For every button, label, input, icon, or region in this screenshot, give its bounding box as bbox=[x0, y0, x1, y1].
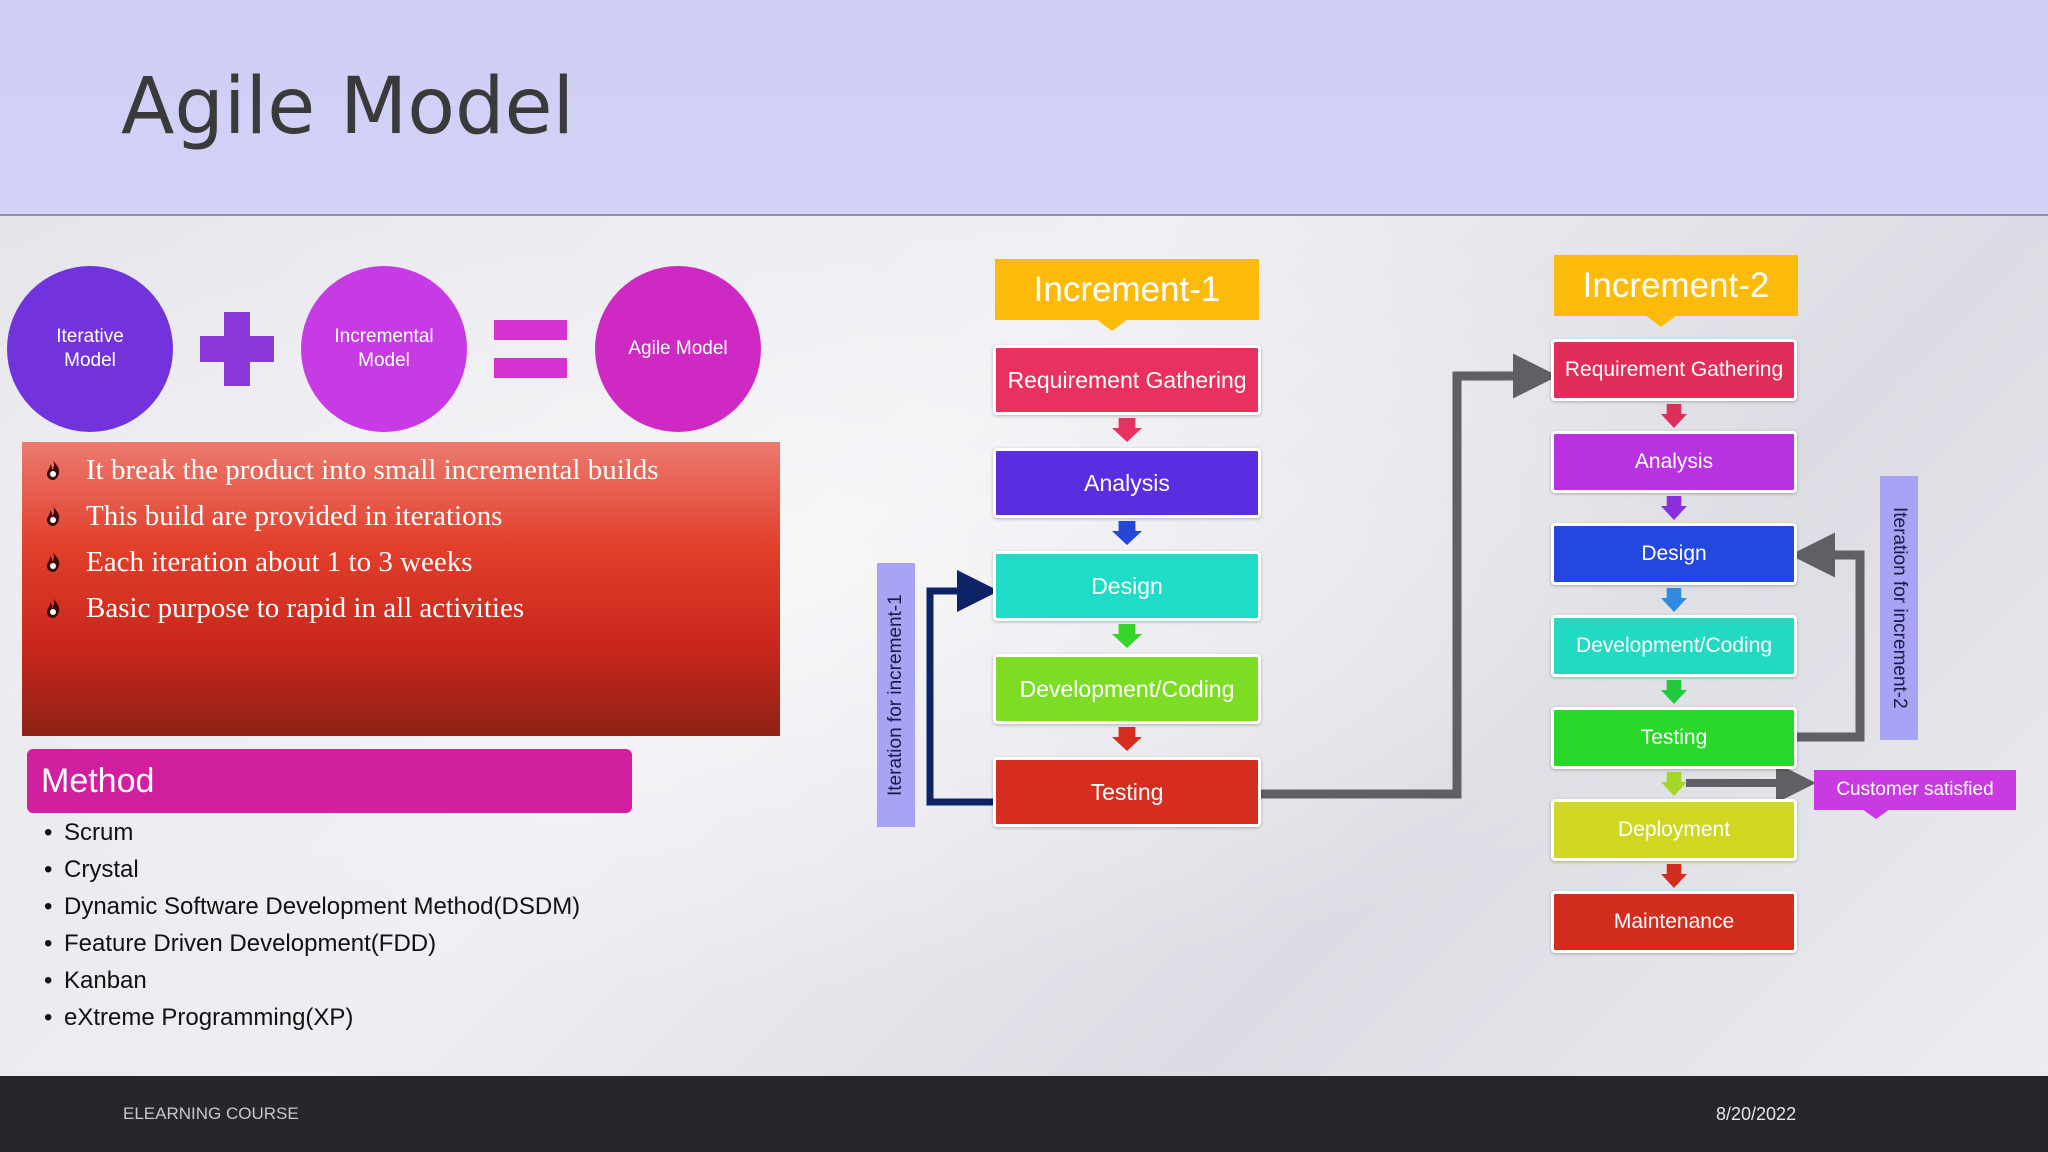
increment-2-step: Development/Coding bbox=[1551, 615, 1797, 677]
slide-header bbox=[0, 0, 2048, 216]
increment-1-step: Testing bbox=[993, 757, 1261, 827]
increment-2-step: Deployment bbox=[1551, 799, 1797, 861]
method-item-text: eXtreme Programming(XP) bbox=[64, 1004, 354, 1031]
increment-2-notch bbox=[1645, 315, 1677, 327]
down-arrow-icon bbox=[1112, 418, 1142, 442]
method-item: • Feature Driven Development(FDD) bbox=[44, 930, 436, 958]
down-arrow-icon bbox=[1112, 624, 1142, 648]
increment-connector bbox=[1261, 353, 1558, 799]
plus-icon-vertical bbox=[224, 312, 250, 386]
iterative-model-circle: Iterative Model bbox=[7, 266, 173, 432]
down-arrow-icon bbox=[1661, 404, 1687, 428]
bullet-dot-icon: • bbox=[44, 967, 53, 994]
flame-bullet-icon bbox=[42, 551, 64, 573]
feature-item: This build are provided in iterations bbox=[42, 496, 502, 536]
down-arrows bbox=[1112, 404, 1687, 888]
agile-model-circle: Agile Model bbox=[595, 266, 761, 432]
method-item-text: Kanban bbox=[64, 967, 147, 994]
feature-item: Each iteration about 1 to 3 weeks bbox=[42, 542, 473, 582]
slide-footer bbox=[0, 1076, 2048, 1152]
feature-text: Each iteration about 1 to 3 weeks bbox=[86, 545, 473, 578]
iteration-increment-2-label: Iteration for increment-2 bbox=[1880, 476, 1918, 740]
iteration-loop-2 bbox=[1790, 532, 1865, 742]
method-item-text: Dynamic Software Development Method(DSDM… bbox=[64, 893, 581, 920]
increment-1-header: Increment-1 bbox=[995, 259, 1259, 320]
method-header: Method bbox=[27, 749, 632, 813]
method-item: • eXtreme Programming(XP) bbox=[44, 1004, 353, 1032]
method-item-text: Feature Driven Development(FDD) bbox=[64, 930, 437, 957]
increment-2-step: Requirement Gathering bbox=[1551, 339, 1797, 401]
down-arrow-icon bbox=[1112, 727, 1142, 751]
footer-course-name: ELEARNING COURSE bbox=[123, 1104, 299, 1123]
footer-date: 8/20/2022 bbox=[1716, 1104, 1797, 1124]
increment-1-step: Requirement Gathering bbox=[993, 345, 1261, 415]
customer-satisfied-notch bbox=[1862, 809, 1890, 819]
increment-2-step: Testing bbox=[1551, 707, 1797, 769]
feature-item: It break the product into small incremen… bbox=[42, 450, 659, 490]
customer-satisfied-label: Customer satisfied bbox=[1814, 770, 2016, 810]
bullet-dot-icon: • bbox=[44, 893, 53, 920]
increment-2-step: Maintenance bbox=[1551, 891, 1797, 953]
method-item: • Dynamic Software Development Method(DSD… bbox=[44, 893, 580, 921]
down-arrow-icon bbox=[1661, 772, 1687, 796]
down-arrow-icon bbox=[1661, 680, 1687, 704]
increment-1-step: Design bbox=[993, 551, 1261, 621]
method-item-text: Scrum bbox=[64, 819, 134, 846]
feature-item: Basic purpose to rapid in all activities bbox=[42, 588, 524, 628]
increment-1-notch bbox=[1096, 319, 1128, 331]
flame-bullet-icon bbox=[42, 459, 64, 481]
iteration-increment-1-label: Iteration for increment-1 bbox=[877, 563, 915, 827]
equals-icon-lower bbox=[494, 358, 567, 378]
bullet-dot-icon: • bbox=[44, 856, 53, 883]
iteration-loop-1 bbox=[926, 570, 999, 806]
feature-text: It break the product into small incremen… bbox=[86, 453, 659, 486]
incremental-model-circle: Incremental Model bbox=[301, 266, 467, 432]
slide-title: Agile Model bbox=[121, 62, 575, 152]
increment-2-step: Design bbox=[1551, 523, 1797, 585]
feature-text: Basic purpose to rapid in all activities bbox=[86, 591, 525, 624]
features-box bbox=[22, 442, 780, 736]
flame-bullet-icon bbox=[42, 597, 64, 619]
bullet-dot-icon: • bbox=[44, 1004, 53, 1031]
increment-1-step: Development/Coding bbox=[993, 654, 1261, 724]
equals-icon bbox=[494, 320, 567, 340]
down-arrow-icon bbox=[1661, 864, 1687, 888]
increment-2-step: Analysis bbox=[1551, 431, 1797, 493]
down-arrow-icon bbox=[1661, 588, 1687, 612]
method-item: • Kanban bbox=[44, 967, 147, 995]
increment-1-step: Analysis bbox=[993, 448, 1261, 518]
feature-text: This build are provided in iterations bbox=[86, 499, 503, 532]
down-arrow-icon bbox=[1112, 521, 1142, 545]
method-item: • Scrum bbox=[44, 819, 133, 847]
down-arrow-icon bbox=[1661, 496, 1687, 520]
bullet-dot-icon: • bbox=[44, 930, 53, 957]
method-item: • Crystal bbox=[44, 856, 139, 884]
flame-bullet-icon bbox=[42, 505, 64, 527]
bullet-dot-icon: • bbox=[44, 819, 53, 846]
increment-2-header: Increment-2 bbox=[1554, 255, 1798, 316]
method-item-text: Crystal bbox=[64, 856, 139, 883]
